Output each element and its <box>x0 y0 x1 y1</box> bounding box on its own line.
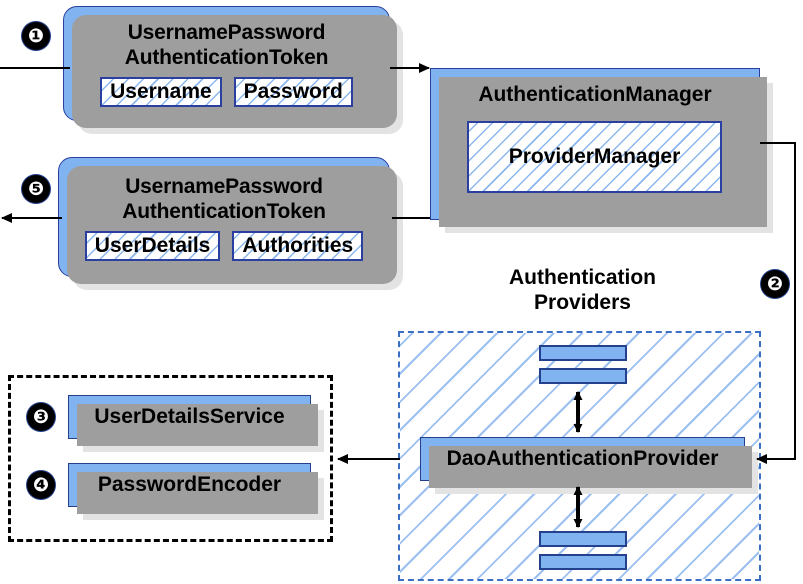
dao-authentication-provider-node[interactable]: DaoAuthenticationProvider <box>420 437 758 494</box>
field-authorities-label: Authorities <box>242 233 354 257</box>
field-username[interactable]: Username <box>100 77 222 107</box>
provider-manager-label: ProviderManager <box>508 145 681 168</box>
provider-manager-node[interactable]: ProviderManager <box>467 121 722 193</box>
collaborators-group <box>8 375 333 542</box>
badge-1: ❶ <box>22 22 50 50</box>
username-password-authentication-token-request[interactable]: UsernamePassword AuthenticationToken Use… <box>63 6 403 134</box>
user-details-service-label: UserDetailsService <box>94 405 285 428</box>
username-password-authentication-token-response[interactable]: UsernamePassword AuthenticationToken Use… <box>58 157 403 290</box>
field-password[interactable]: Password <box>233 77 353 107</box>
field-user-details[interactable]: UserDetails <box>84 230 221 261</box>
field-password-label: Password <box>243 80 343 103</box>
password-encoder-label: PasswordEncoder <box>97 473 282 496</box>
authentication-providers-label: Authentication Providers <box>509 266 656 314</box>
field-authorities[interactable]: Authorities <box>232 230 364 261</box>
token-request-title: UsernamePassword AuthenticationToken <box>124 21 329 69</box>
authentication-manager-title: AuthenticationManager <box>478 83 712 106</box>
token-response-title: UsernamePassword AuthenticationToken <box>122 174 326 223</box>
badge-2: ❷ <box>761 270 789 298</box>
field-user-details-label: UserDetails <box>94 233 211 257</box>
authentication-manager-node[interactable]: AuthenticationManager ProviderManager <box>430 68 773 233</box>
provider-placeholder-3[interactable] <box>539 531 627 547</box>
dao-authentication-provider-label: DaoAuthenticationProvider <box>446 447 719 470</box>
provider-placeholder-2[interactable] <box>539 368 627 384</box>
badge-3: ❸ <box>27 403 55 431</box>
password-encoder-node[interactable]: PasswordEncoder <box>68 463 324 520</box>
token-request-fields: Username Password <box>100 77 353 107</box>
badge-5: ❺ <box>22 175 50 203</box>
badge-4: ❹ <box>27 471 55 499</box>
provider-placeholder-4[interactable] <box>539 554 627 570</box>
token-response-fields: UserDetails Authorities <box>84 230 364 261</box>
field-username-label: Username <box>110 80 212 103</box>
user-details-service-node[interactable]: UserDetailsService <box>68 395 324 452</box>
provider-placeholder-1[interactable] <box>539 345 627 361</box>
